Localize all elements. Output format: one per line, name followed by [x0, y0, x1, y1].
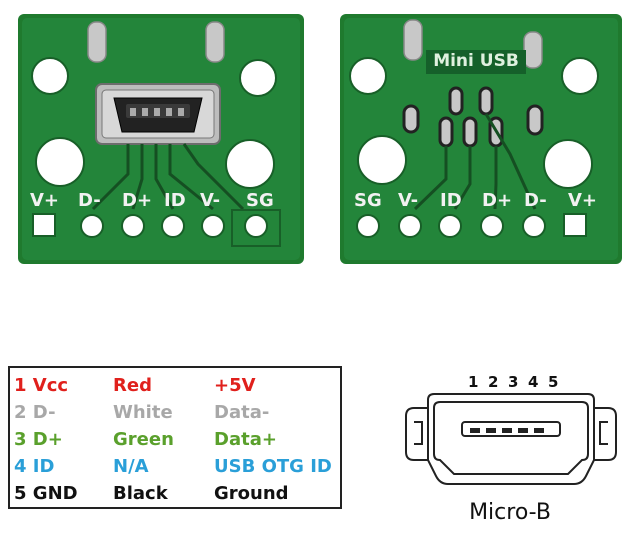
table-row: 5 GND Black Ground	[10, 480, 340, 507]
left-label-d-minus: D-	[78, 190, 101, 211]
pin-cell: 4 ID	[14, 456, 55, 477]
signal-cell: Ground	[214, 483, 289, 504]
pin-cell: 1 Vcc	[14, 375, 69, 396]
wire-cell: N/A	[113, 456, 149, 477]
table-row: 4 ID N/A USB OTG ID	[10, 453, 340, 480]
pin-table: 1 Vcc Red +5V 2 D- White Data- 3 D+ Gree…	[8, 366, 342, 509]
left-pcb-board	[18, 14, 304, 264]
pin-number: 2	[488, 373, 499, 391]
pin-cell: 2 D-	[14, 402, 56, 423]
micro-b-connector-diagram	[405, 393, 617, 485]
left-label-v-plus: V+	[30, 190, 60, 211]
right-pcb-board	[340, 14, 622, 264]
signal-cell: USB OTG ID	[214, 456, 332, 477]
pin-number: 5	[548, 373, 559, 391]
signal-cell: Data-	[214, 402, 270, 423]
connector-label: Micro-B	[469, 500, 551, 525]
right-label-v-minus: V-	[398, 190, 419, 211]
connector-pin-numbers: 1 2 3 4 5	[468, 373, 568, 395]
wire-cell: White	[113, 402, 173, 423]
left-pin-pads	[32, 213, 268, 238]
pin-number: 1	[468, 373, 479, 391]
signal-cell: +5V	[214, 375, 256, 396]
wire-cell: Green	[113, 429, 174, 450]
right-pin-pads	[356, 213, 587, 238]
pin-number: 4	[528, 373, 539, 391]
right-label-d-minus: D-	[524, 190, 547, 211]
table-row: 2 D- White Data-	[10, 399, 340, 426]
table-row: 1 Vcc Red +5V	[10, 372, 340, 399]
right-label-d-plus: D+	[482, 190, 513, 211]
left-label-d-plus: D+	[122, 190, 153, 211]
right-board-title: Mini USB	[433, 51, 519, 71]
left-label-id: ID	[164, 190, 186, 211]
right-label-v-plus: V+	[568, 190, 598, 211]
pin-cell: 5 GND	[14, 483, 78, 504]
mini-usb-connector	[95, 83, 221, 145]
right-label-sg: SG	[354, 190, 382, 211]
wire-cell: Red	[113, 375, 152, 396]
signal-cell: Data+	[214, 429, 277, 450]
table-row: 3 D+ Green Data+	[10, 426, 340, 453]
left-label-sg: SG	[246, 190, 274, 211]
right-label-id: ID	[440, 190, 462, 211]
pin-cell: 3 D+	[14, 429, 63, 450]
wire-cell: Black	[113, 483, 168, 504]
pin-number: 3	[508, 373, 519, 391]
left-label-v-minus: V-	[200, 190, 221, 211]
